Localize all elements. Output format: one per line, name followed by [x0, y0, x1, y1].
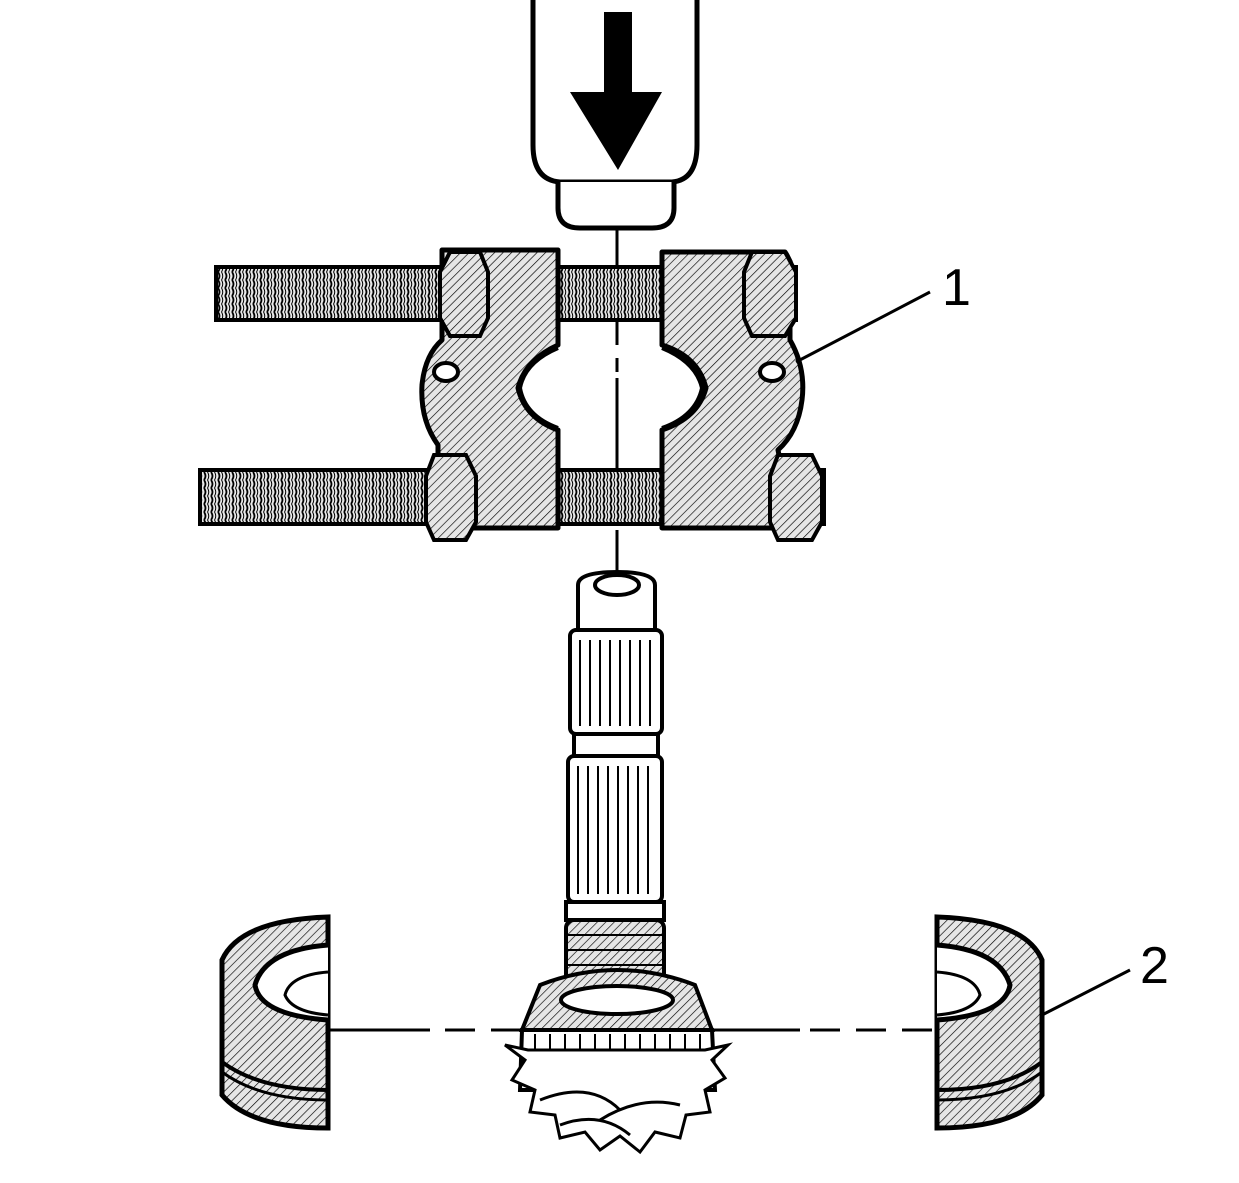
adapter-half-left [219, 914, 331, 1131]
callout-2: 2 [1041, 937, 1169, 1017]
lower-left-nut [424, 453, 478, 542]
pinion-shaft [564, 569, 666, 1012]
upper-right-nut [742, 250, 798, 338]
callout-2-label: 2 [1140, 937, 1169, 995]
upper-left-nut [438, 250, 490, 338]
bearing-separator [198, 247, 826, 542]
pinion-gear [504, 1042, 733, 1155]
callout-1-label: 1 [942, 259, 971, 317]
lower-right-nut [768, 453, 824, 542]
callout-1: 1 [795, 259, 971, 364]
force-arrow-icon [570, 12, 662, 170]
adapter-half-right [934, 914, 1045, 1131]
